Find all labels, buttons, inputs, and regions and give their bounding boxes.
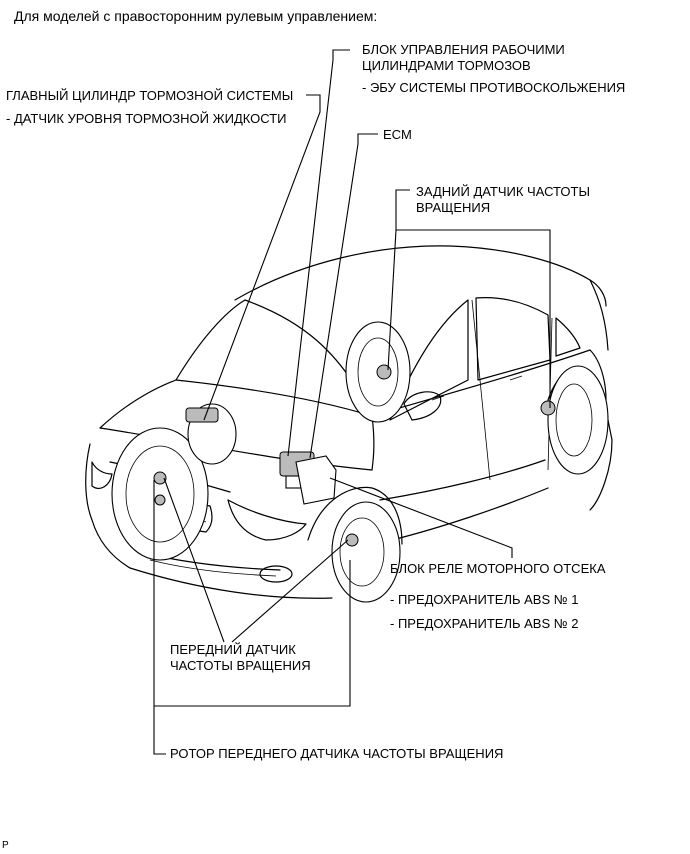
- label-master-cylinder: ГЛАВНЫЙ ЦИЛИНДР ТОРМОЗНОЙ СИСТЕМЫ: [6, 88, 294, 103]
- brake-components: [153, 364, 556, 547]
- label-front-sensor-line2: ЧАСТОТЫ ВРАЩЕНИЯ: [170, 658, 311, 673]
- leader-lines: [153, 49, 551, 755]
- label-fluid-level-sensor: - ДАТЧИК УРОВНЯ ТОРМОЗНОЙ ЖИДКОСТИ: [6, 111, 287, 126]
- label-rear-sensor-line2: ВРАЩЕНИЯ: [416, 200, 491, 215]
- diagram-header: Для моделей с правосторонним рулевым упр…: [14, 8, 378, 24]
- label-abs-fuse-2: - ПРЕДОХРАНИТЕЛЬ ABS № 2: [390, 616, 579, 631]
- label-relay-block: БЛОК РЕЛЕ МОТОРНОГО ОТСЕКА: [390, 561, 606, 576]
- label-rear-sensor-line1: ЗАДНИЙ ДАТЧИК ЧАСТОТЫ: [416, 184, 590, 199]
- label-actuator-line1: БЛОК УПРАВЛЕНИЯ РАБОЧИМИ: [362, 42, 565, 57]
- label-actuator-line2: ЦИЛИНДРАМИ ТОРМОЗОВ: [362, 58, 531, 73]
- page-marker: P: [2, 840, 9, 851]
- label-abs-fuse-1: - ПРЕДОХРАНИТЕЛЬ ABS № 1: [390, 592, 579, 607]
- label-front-rotor: РОТОР ПЕРЕДНЕГО ДАТЧИКА ЧАСТОТЫ ВРАЩЕНИЯ: [170, 746, 504, 761]
- label-ecm: ECM: [383, 127, 412, 142]
- label-skid-control-ecu: - ЭБУ СИСТЕМЫ ПРОТИВОСКОЛЬЖЕНИЯ: [362, 80, 626, 95]
- label-front-sensor-line1: ПЕРЕДНИЙ ДАТЧИК: [170, 642, 296, 657]
